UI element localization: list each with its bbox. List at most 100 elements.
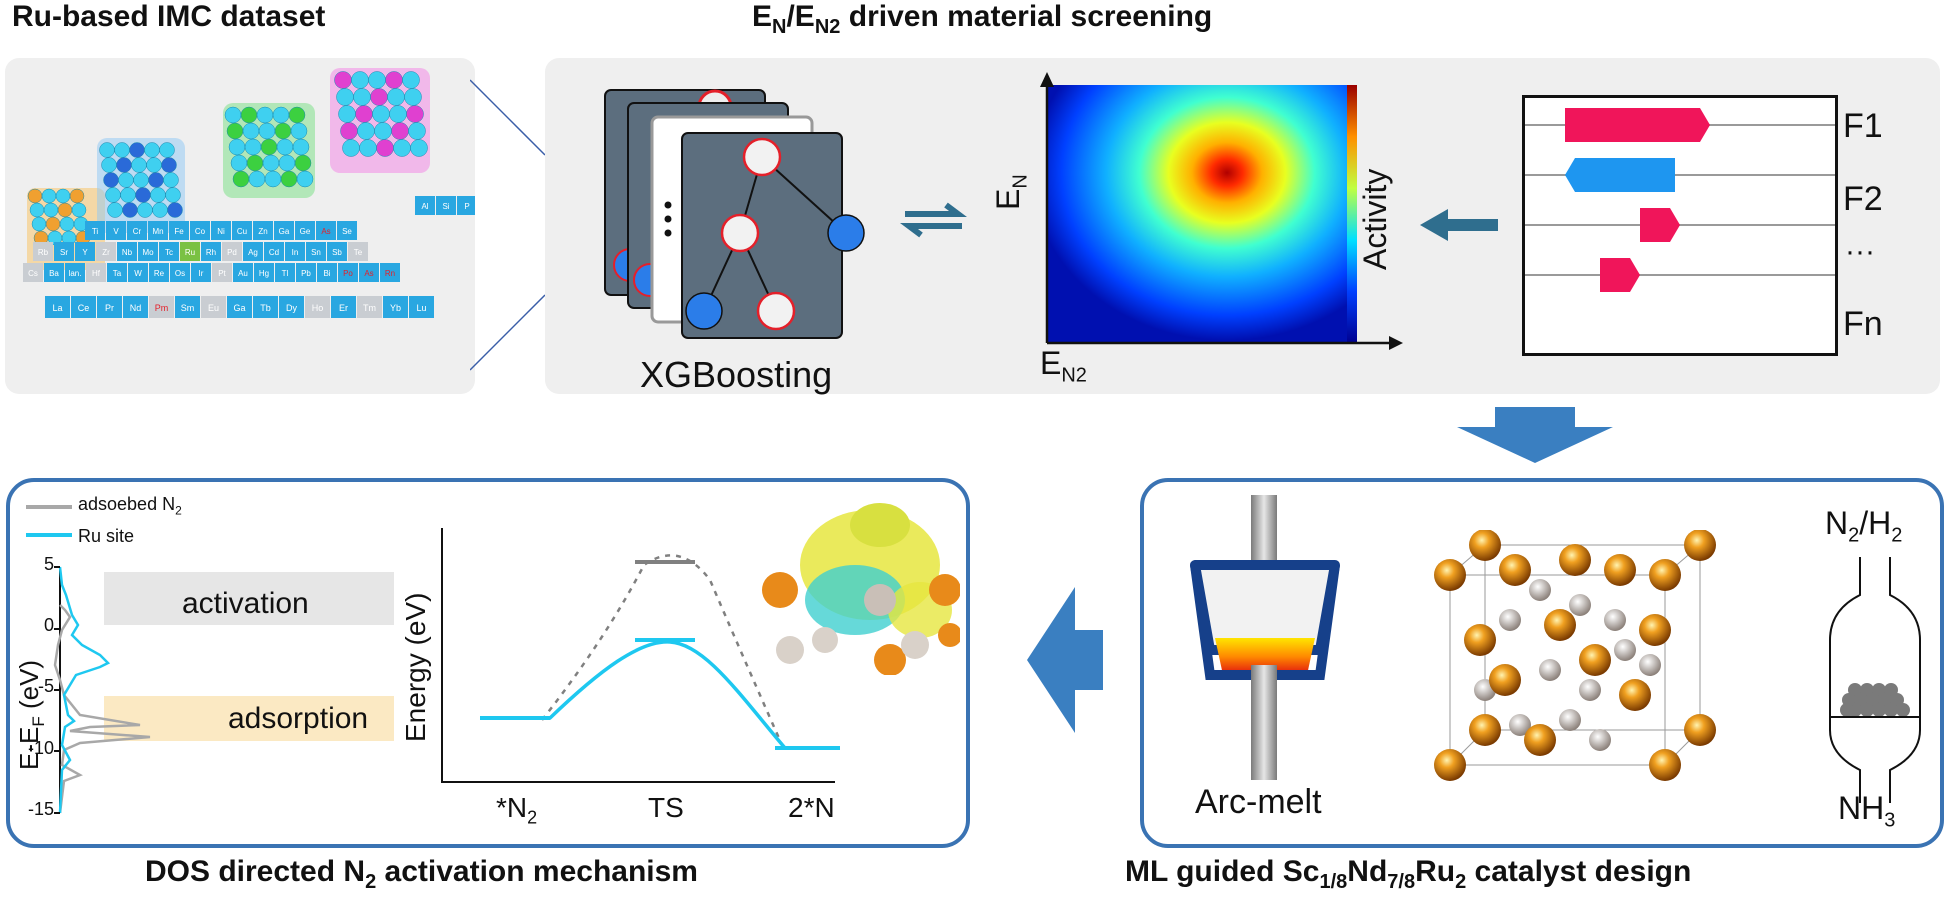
atom-sphere [137,202,153,218]
periodic-table-illustration: AlSiPSTiVCrMnFeCoNiCuZnGaGeAsSeRbSrYZrNb… [23,68,498,318]
element-cell [274,221,294,240]
element-cell [201,242,221,261]
atom-sphere [357,122,375,140]
element-symbol: Pd [227,248,237,257]
element-symbol: Ni [217,227,225,236]
nd-atom [1544,609,1576,641]
element-symbol: Rb [38,248,49,257]
element-cell [264,242,284,261]
nd-atom [1604,554,1636,586]
nd-atom [1524,724,1556,756]
atom-sphere [406,105,424,123]
atom-sphere [27,188,43,204]
atom-sphere [292,138,310,156]
atom-sphere [264,170,282,188]
element-symbol: Cu [237,227,247,236]
atom-sphere [368,71,386,89]
heatmap-field [1047,85,1347,343]
element-symbol: Sn [311,248,321,257]
element-cell [337,221,357,240]
element-cell [285,242,305,261]
down-arrow-icon [1457,407,1613,463]
lanthanide-cell [71,296,96,318]
element-symbol: Fe [174,227,184,236]
atom-sphere [372,105,390,123]
element-cell [457,196,477,215]
tree-leaf-blue [827,214,865,252]
adsorption-label: adsorption [228,702,369,735]
energy-xtick-ts: TS [648,792,684,823]
mechanism-title: DOS directed N2 activation mechanism [145,855,698,893]
catalyst-pellet [1884,703,1898,717]
atom-sphere [296,170,314,188]
atom-sphere [278,154,296,172]
element-cell [86,263,106,282]
charge-density-inset [762,503,960,675]
element-symbol: Bi [323,269,330,278]
ru-atom [1579,679,1601,701]
reactor-tube-icon [1829,557,1921,803]
design-title: ML guided Sc1/8Nd7/8Ru2 catalyst design [1125,855,1692,893]
element-symbol: Tm [363,303,376,313]
atom-sphere [242,122,260,140]
element-symbol: Pb [301,269,311,278]
atom-sphere [389,105,407,123]
atom-sphere [152,202,168,218]
atom-sphere [114,142,130,158]
atom-sphere [120,187,136,203]
heatmap-ylabel: EN [990,174,1032,210]
atom-sphere [404,88,422,106]
atom-sphere [146,157,162,173]
nd-atom [1649,749,1681,781]
atom-sphere [288,106,306,124]
ru-atom [1569,594,1591,616]
lanthanide-cell [279,296,304,318]
element-symbol: V [113,227,119,236]
element-cell [191,263,211,282]
feature-label-ellipsis: ··· [1845,235,1875,268]
crystal-structure [1434,530,1716,781]
element-cell [65,263,85,282]
element-symbol: Ir [199,269,204,278]
tree-leaf [756,291,796,331]
atom-sphere [135,187,151,203]
nd-atom [1649,559,1681,591]
atom-sphere [107,202,123,218]
element-symbol: Y [82,248,88,257]
atom-sphere [246,154,264,172]
element-cell [169,221,189,240]
element-cell [85,221,105,240]
element-symbol: Ba [49,269,59,278]
dos-ytick: -10 [27,738,54,758]
dos-ytick: -5 [37,676,54,696]
element-symbol: Ga [279,227,290,236]
atom-sphere [290,122,308,140]
nd-atom [1434,559,1466,591]
element-cell [359,263,379,282]
atom-sphere [276,138,294,156]
element-symbol: As [364,269,373,278]
xgboost-trees [604,89,865,339]
tree-node [720,213,760,253]
atom-sphere [274,122,292,140]
element-symbol: Re [154,269,165,278]
lanthanide-cell [149,296,174,318]
dos-ytick: 0 [43,615,54,635]
tree-leaf-blue [685,292,723,330]
atom-sphere [43,202,59,218]
atom-sphere [391,122,409,140]
atom-sphere [374,122,392,140]
dos-ytick: -15 [27,799,54,819]
heatmap-xlabel: EN2 [1040,345,1087,387]
adsorption-band [104,696,394,741]
element-cell [436,196,456,215]
lanthanide-cell [227,296,252,318]
element-symbol: Cr [133,227,142,236]
atom-sphere [351,71,369,89]
element-symbol: Sm [181,303,195,313]
element-cell [243,242,263,261]
element-cell [212,263,232,282]
catalyst-pellets [1830,683,1920,718]
element-symbol: Ga [233,303,245,313]
ru-atom [1589,729,1611,751]
